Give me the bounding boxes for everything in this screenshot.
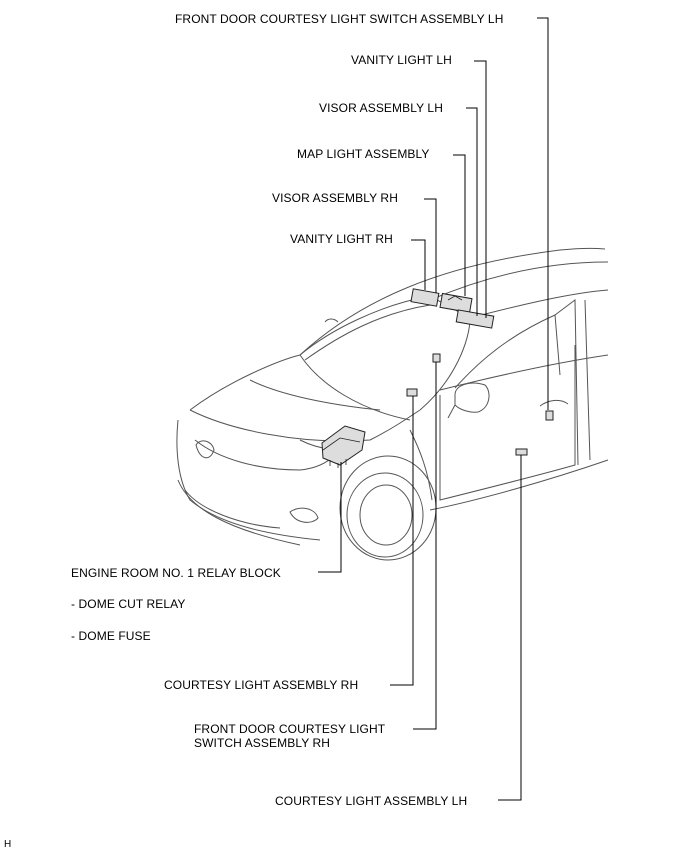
label-front-door-switch-lh: FRONT DOOR COURTESY LIGHT SWITCH ASSEMBL… (175, 12, 504, 26)
label-vanity-light-lh: VANITY LIGHT LH (351, 53, 452, 67)
visor-lh-part (455, 309, 495, 329)
windshield-inner (304, 304, 431, 361)
label-visor-assembly-rh: VISOR ASSEMBLY RH (272, 191, 398, 205)
label-courtesy-light-rh: COURTESY LIGHT ASSEMBLY RH (164, 678, 359, 692)
grille-lower (184, 489, 281, 529)
bumper-lower (177, 479, 301, 546)
antenna (324, 318, 339, 323)
label-map-light-assembly: MAP LIGHT ASSEMBLY (297, 147, 430, 161)
windshield-frame (299, 295, 471, 411)
front-wheel-inner (359, 484, 413, 546)
label-dome-fuse: - DOME FUSE (71, 629, 151, 643)
label-front-door-switch-rh-line1: FRONT DOOR COURTESY LIGHT (194, 722, 386, 736)
vanity-light-rh-part (410, 288, 440, 307)
side-belt (439, 354, 609, 391)
leader-front-door-switch-lh (537, 17, 549, 410)
a-pillar (469, 289, 609, 319)
label-vanity-light-rh: VANITY LIGHT RH (290, 232, 393, 246)
grille-upper (194, 439, 336, 471)
front-door-window (454, 314, 561, 389)
leader-relay-block (318, 462, 342, 573)
relay-block-part (321, 425, 366, 466)
headlight-left (195, 440, 215, 459)
rear-door (584, 299, 591, 461)
leader-map-light (453, 154, 466, 296)
leader-vanity-light-rh (411, 239, 426, 290)
hood-crease2 (249, 379, 381, 411)
corner-mark: H (4, 839, 12, 850)
leader-visor-lh (466, 107, 478, 316)
courtesy-light-rh-part (406, 388, 418, 397)
front-door-switch-rh-part (432, 353, 441, 363)
label-visor-assembly-lh: VISOR ASSEMBLY LH (319, 101, 443, 115)
fog-lamp (289, 507, 319, 523)
map-light-part (439, 292, 473, 314)
front-wheel (346, 472, 424, 558)
hood-front (189, 409, 421, 442)
hood-crease (299, 354, 411, 421)
b-pillar (554, 299, 579, 466)
front-wheel-arch (339, 455, 437, 561)
courtesy-light-lh-part (515, 448, 528, 456)
mirror-stem (447, 404, 456, 419)
front-door-switch-lh-part (545, 410, 554, 421)
leader-courtesy-lh (498, 455, 522, 801)
leader-courtesy-rh (390, 396, 414, 686)
roof-rear-line (429, 261, 609, 301)
leader-visor-rh (424, 198, 437, 293)
leader-front-door-switch-rh (413, 362, 437, 730)
side-sill (429, 459, 609, 511)
door-handle (539, 399, 569, 407)
label-front-door-switch-rh-line2: SWITCH ASSEMBLY RH (194, 736, 331, 750)
label-dome-cut-relay: - DOME CUT RELAY (71, 597, 186, 611)
label-courtesy-light-lh: COURTESY LIGHT ASSEMBLY LH (275, 794, 468, 808)
mirror (454, 382, 490, 413)
front-face (176, 419, 321, 541)
leader-vanity-light-lh (474, 60, 487, 318)
front-door (439, 345, 576, 501)
label-engine-room-relay-block: ENGINE ROOM NO. 1 RELAY BLOCK (71, 566, 281, 580)
hood-top (189, 354, 301, 411)
